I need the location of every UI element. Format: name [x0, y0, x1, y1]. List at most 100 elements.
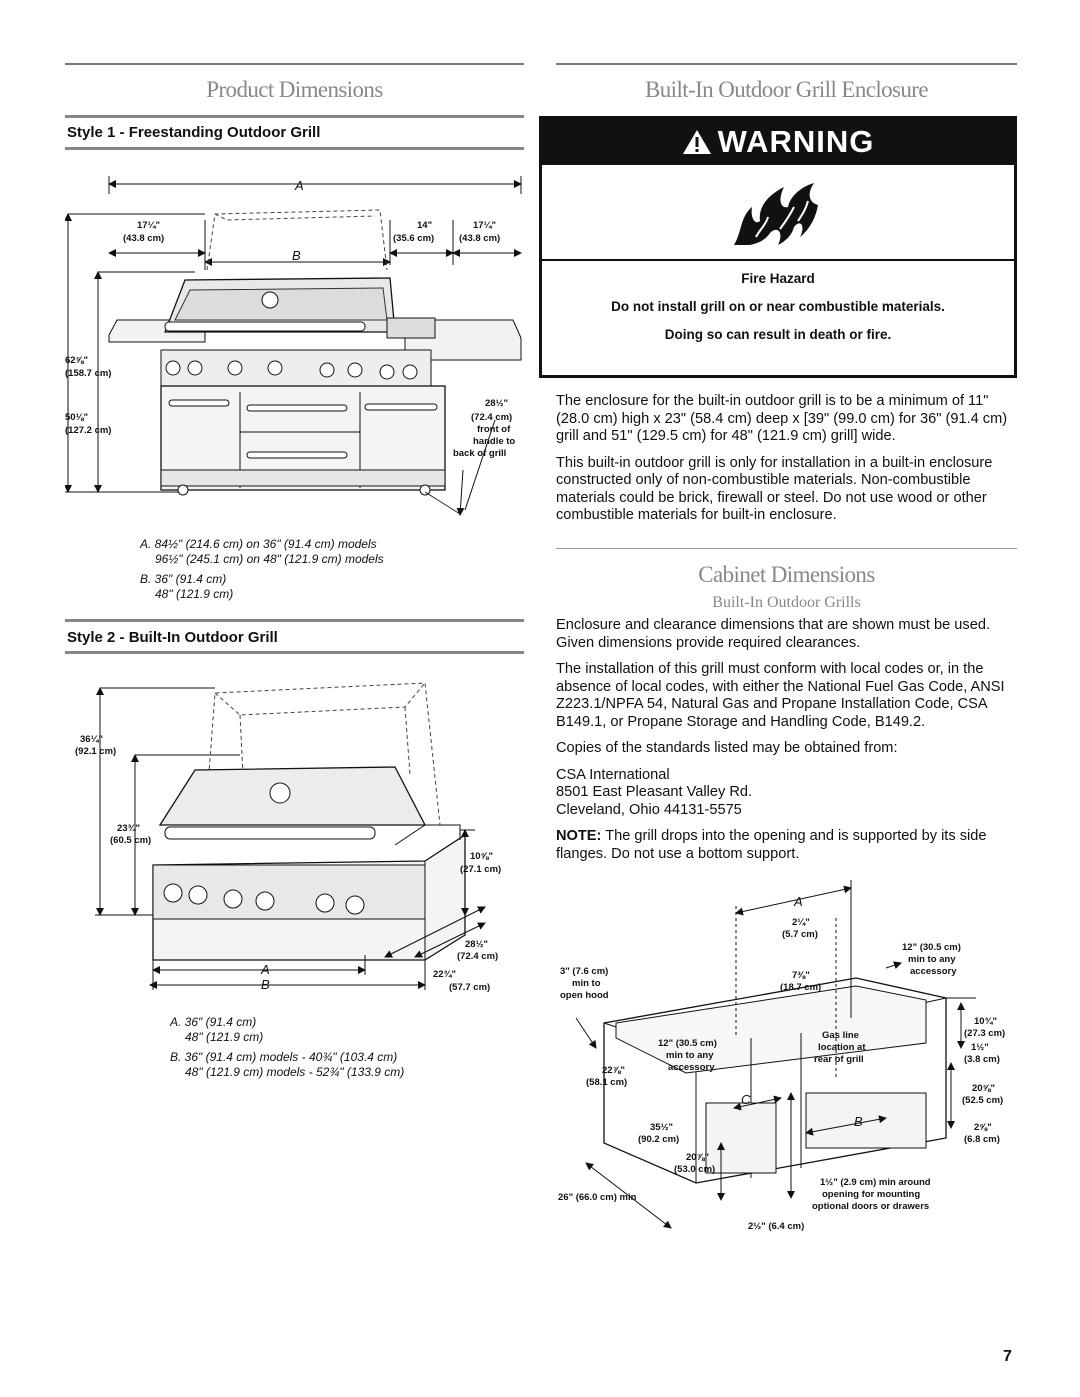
cab-l9cm: (58.1 cm) [586, 1077, 627, 1088]
style2-caption-a2: 48" (121.9 cm) [185, 1030, 264, 1044]
cab-l9: 22⅞" [602, 1065, 625, 1076]
cab-l7c: accessory [668, 1062, 715, 1073]
style1-h2: 50⅛" [65, 412, 88, 423]
style2-caption-b1: B. 36" (91.4 cm) models - 40¾" (103.4 cm… [170, 1050, 398, 1064]
address-line: Cleveland, Ohio 44131-5575 [556, 801, 742, 818]
style2-h3: 10⅝" [470, 851, 493, 862]
warning-icon-area [542, 165, 1014, 261]
cab-l2c: accessory [910, 966, 957, 977]
style2-d2cm: (57.7 cm) [449, 982, 490, 993]
page-number: 7 [1003, 1348, 1012, 1365]
style1-dim-a: A [294, 178, 304, 193]
cab-l8: 1½" [971, 1042, 989, 1053]
cabinet-subtitle: Built-In Outdoor Grills [712, 594, 861, 611]
style1-w1cm: (43.8 cm) [123, 233, 164, 244]
style1-h2cm: (127.2 cm) [65, 425, 111, 436]
enclosure-p1: The enclosure for the built-in outdoor g… [556, 393, 1008, 444]
product-dimensions-title: Product Dimensions [206, 77, 383, 102]
cab-l16: 2½" (6.4 cm) [748, 1221, 804, 1232]
style1-h1: 62⅝" [65, 355, 88, 366]
style1-heading: Style 1 - Freestanding Outdoor Grill [67, 124, 321, 141]
warning-line2: Doing so can result in death or fire. [664, 327, 892, 342]
style1-d1cm: (72.4 cm) [471, 412, 512, 423]
cab-l14b: opening for mounting [822, 1189, 920, 1200]
style1-caption: A. 84½" (214.6 cm) on 36" (91.4 cm) mode… [140, 537, 384, 602]
style2-dim-a: A [260, 962, 270, 977]
warning-header: WARNING [542, 119, 1014, 165]
style2-h1cm: (92.1 cm) [75, 746, 116, 757]
style1-caption-b2: 48" (121.9 cm) [155, 587, 234, 601]
warning-triangle-icon [682, 130, 711, 154]
enclosure-title: Built-In Outdoor Grill Enclosure [645, 77, 929, 102]
style2-heading: Style 2 - Built-In Outdoor Grill [67, 629, 278, 646]
cab-dim-a: A [793, 894, 803, 909]
style1-d1: 28½" [485, 398, 508, 409]
style1-d1-note1: front of [477, 424, 511, 435]
address: CSA International 8501 East Pleasant Val… [556, 767, 1016, 820]
cab-l13: 20⅞" [686, 1152, 709, 1163]
cab-l10: 20⅝" [972, 1083, 995, 1094]
style2-h1: 36¼" [80, 734, 103, 745]
cab-l4: 7⅜" [792, 970, 810, 981]
style2-h3cm: (27.1 cm) [460, 864, 501, 875]
built-in-grill-diagram: A B 36¼" (92.1 cm) 23¾" (60.5 cm) 10⅝" (… [65, 675, 525, 1000]
style1-h1cm: (158.7 cm) [65, 368, 111, 379]
cab-l15: 26" (66.0 cm) min [558, 1192, 637, 1203]
cab-l6a: Gas line [822, 1030, 859, 1041]
enclosure-p2: This built-in outdoor grill is only for … [556, 454, 993, 524]
warning-hazard: Fire Hazard [741, 271, 815, 286]
freestanding-grill-diagram: A B 17¼" (43.8 cm) 14" (35.6 cm) 17¼" (4… [65, 170, 525, 530]
style1-caption-a2: 96½" (245.1 cm) on 48" (121.9 cm) models [155, 552, 384, 566]
cab-l3c: open hood [560, 990, 609, 1001]
style2-caption-b2: 48" (121.9 cm) models - 52¾" (133.9 cm) [185, 1065, 405, 1079]
address-line: CSA International [556, 766, 670, 783]
style1-d1-note2: handle to [473, 436, 515, 447]
style2-top-rule [65, 619, 524, 622]
style1-d1-note3: back of grill [453, 448, 506, 459]
cab-l12: 2⅝" [974, 1122, 992, 1133]
style2-dim-b: B [261, 977, 270, 992]
cab-l5cm: (27.3 cm) [964, 1028, 1005, 1039]
cabinet-p2: The installation of this grill must conf… [556, 661, 1005, 730]
cab-dim-b: B [854, 1114, 863, 1129]
style1-w2: 14" [417, 220, 432, 231]
style2-d1cm: (72.4 cm) [457, 951, 498, 962]
top-rule-left [65, 63, 524, 65]
style2-d2: 22¾" [433, 969, 456, 980]
cab-dim-c: C [741, 1092, 751, 1107]
top-rule-right [556, 63, 1017, 65]
cab-l3b: min to [572, 978, 601, 989]
style1-w1: 17¼" [137, 220, 160, 231]
note-text: The grill drops into the opening and is … [556, 828, 987, 862]
cabinet-dimensions-diagram: A B C 2¼" (5.7 cm) 12" (30.5 cm) min to … [556, 878, 1017, 1240]
style1-w2cm: (35.6 cm) [393, 233, 434, 244]
style1-caption-a1: A. 84½" (214.6 cm) on 36" (91.4 cm) mode… [140, 537, 377, 551]
cab-l14c: optional doors or drawers [812, 1201, 929, 1212]
cab-l6b: location at [818, 1042, 866, 1053]
cab-l2b: min to any [908, 954, 956, 965]
cab-l10cm: (52.5 cm) [962, 1095, 1003, 1106]
cab-l1cm: (5.7 cm) [782, 929, 818, 940]
cab-l4cm: (18.7 cm) [780, 982, 821, 993]
style1-top-rule [65, 115, 524, 118]
style2-caption: A. 36" (91.4 cm) 48" (121.9 cm) B. 36" (… [170, 1015, 404, 1080]
cab-l13cm: (53.0 cm) [674, 1164, 715, 1175]
cab-l6c: rear of grill [814, 1054, 864, 1065]
cabinet-rule [556, 548, 1017, 549]
cabinet-p3: Copies of the standards listed may be ob… [556, 740, 898, 756]
warning-label: WARNING [717, 124, 875, 159]
enclosure-text: The enclosure for the built-in outdoor g… [556, 393, 1016, 534]
style2-h2cm: (60.5 cm) [110, 835, 151, 846]
style1-dim-b: B [292, 248, 301, 263]
warning-text: Fire Hazard Do not install grill on or n… [542, 261, 1014, 342]
style1-w3cm: (43.8 cm) [459, 233, 500, 244]
cabinet-text: Enclosure and clearance dimensions that … [556, 617, 1016, 872]
cab-l11cm: (90.2 cm) [638, 1134, 679, 1145]
style1-w3: 17¼" [473, 220, 496, 231]
style2-h2: 23¾" [117, 823, 140, 834]
cab-l1: 2¼" [792, 917, 810, 928]
note-label: NOTE: [556, 828, 602, 844]
cab-l11: 35½" [650, 1122, 673, 1133]
warning-box: WARNING Fire Hazard Do not install grill… [539, 116, 1017, 378]
cab-l3a: 3" (7.6 cm) [560, 966, 608, 977]
